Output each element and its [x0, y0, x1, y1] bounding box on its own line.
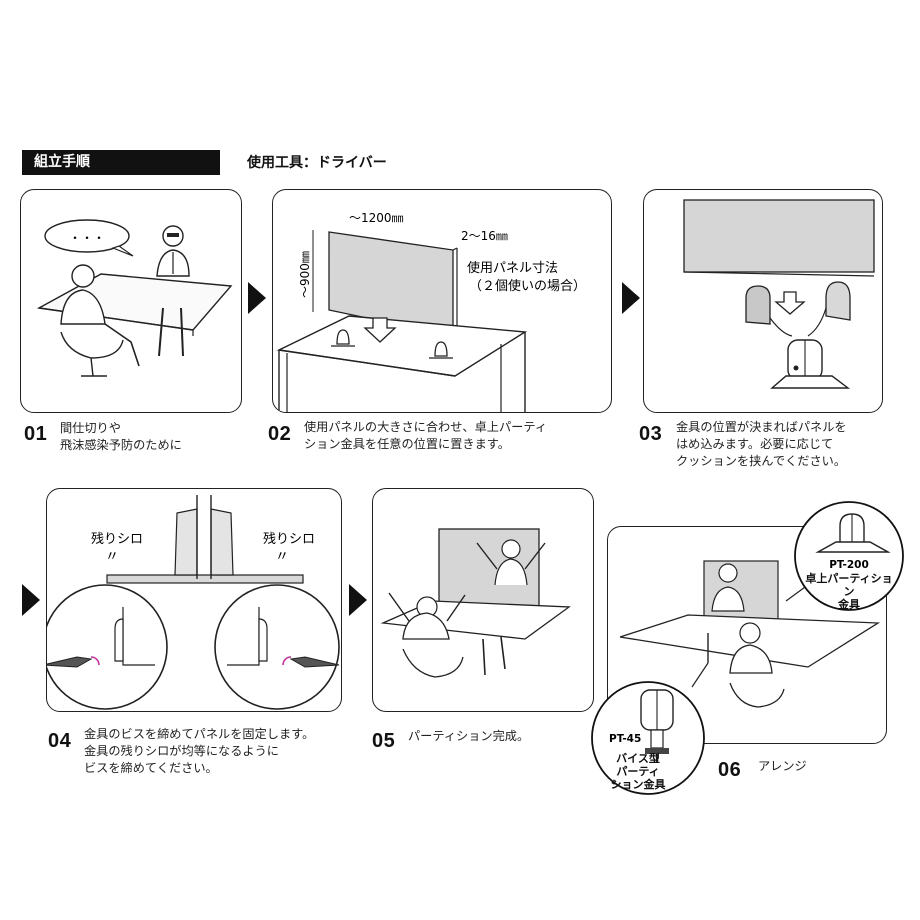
- step-05-text: パーティション完成。: [408, 729, 530, 743]
- step-03-number: 03: [639, 423, 663, 445]
- step-03-illustration: [643, 189, 883, 413]
- step-04-illustration: 残りシロ 〃 残りシロ 〃: [46, 488, 342, 712]
- step-04-text: 金具のビスを締めてパネルを固定します。 金具の残りシロが均等になるように ビスを…: [84, 727, 315, 775]
- pt-45-model: PT-45: [609, 733, 641, 745]
- pt-45-callout: PT-45: [591, 681, 705, 795]
- screw-tightening-diagram: 残りシロ 〃 残りシロ 〃: [47, 495, 340, 710]
- tool-label: 使用工具：ドライバー: [247, 155, 387, 171]
- margin-mark-right: 〃: [275, 549, 289, 565]
- step-05-number: 05: [372, 730, 396, 752]
- pt-200-name: 卓上パーティション 金具: [805, 572, 893, 611]
- step-06-number: 06: [718, 759, 742, 781]
- step-01-illustration: ・・・: [20, 189, 242, 413]
- speech-bubble-text: ・・・: [69, 231, 105, 245]
- arrangement-scene: [619, 560, 881, 708]
- step-arrow-icon: [248, 282, 266, 314]
- step-01-number: 01: [24, 423, 48, 445]
- step-arrow-icon: [349, 584, 367, 616]
- step-02-illustration: 〜900㎜ 〜1200㎜ 2〜16㎜ 使用パネル寸法 （２個使いの場合）: [272, 189, 612, 413]
- panel-size-note: （２個使いの場合）: [469, 278, 586, 294]
- panel-insert-diagram: [683, 199, 875, 389]
- step-05-illustration: [372, 488, 594, 712]
- completed-partition-scene: [380, 528, 571, 678]
- pt-200-callout: PT-200: [794, 501, 904, 611]
- margin-label-right: 残りシロ: [263, 532, 315, 547]
- margin-label-left: 残りシロ: [91, 532, 143, 547]
- step-02-text: 使用パネルの大きさに合わせ、卓上パーティ ション金具を任意の位置に置きます。: [304, 420, 548, 451]
- pt-200-model: PT-200: [829, 559, 869, 571]
- step-04-number: 04: [48, 730, 72, 752]
- thickness-dimension: 2〜16㎜: [461, 229, 508, 243]
- step-06-text: アレンジ: [758, 759, 807, 773]
- section-title: 組立手順: [22, 150, 220, 175]
- step-arrow-icon: [622, 282, 640, 314]
- panel-size-label: 使用パネル寸法: [467, 260, 558, 276]
- step-02-number: 02: [268, 423, 292, 445]
- step-arrow-icon: [22, 584, 40, 616]
- panel-size-diagram: 〜900㎜ 〜1200㎜ 2〜16㎜ 使用パネル寸法 （２個使いの場合）: [276, 211, 586, 412]
- height-dimension: 〜900㎜: [298, 251, 312, 298]
- margin-mark-left: 〃: [105, 549, 119, 565]
- step-03-text: 金具の位置が決まればパネルを はめ込みます。必要に応じて クッションを挟んでくだ…: [676, 420, 847, 468]
- step-01-text: 間仕切りや 飛沫感染予防のために: [60, 421, 182, 452]
- meeting-scene-image: ・・・: [36, 219, 233, 377]
- pt-45-name: バイス型 パーティ ション金具: [610, 752, 666, 791]
- width-dimension: 〜1200㎜: [349, 211, 404, 225]
